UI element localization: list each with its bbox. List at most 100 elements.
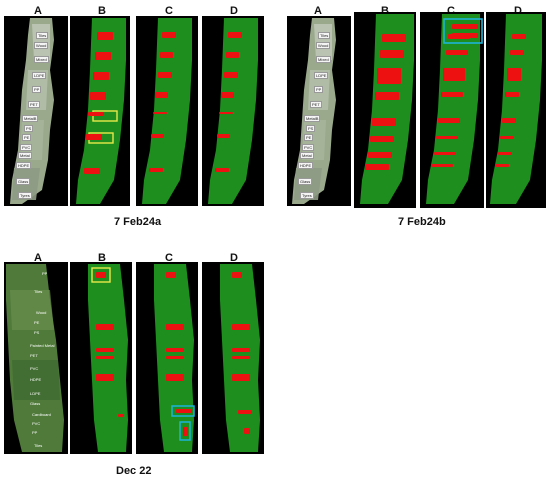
plastic-patch-dec22-b <box>118 414 124 417</box>
plastic-patch-feb24b-c <box>431 164 453 167</box>
tag-metal: Metal <box>300 152 314 159</box>
tag-glass: Glass <box>298 178 313 185</box>
plastic-patch-feb24b-b <box>380 50 404 58</box>
plastic-detections <box>84 24 526 436</box>
label-d-feb24b: D <box>514 5 522 17</box>
plastic-patch-dec22-c <box>166 374 184 379</box>
caption-dec22: Dec 22 <box>116 465 152 477</box>
highlight-cyan-dec22-2 <box>179 421 191 441</box>
tag-ps: PS <box>24 125 34 132</box>
tag-ldpe: LDPE <box>32 72 47 79</box>
tag-wood: Wood <box>36 310 47 315</box>
tag-wood: Wood <box>316 42 331 49</box>
tag-pet: PET <box>28 101 40 108</box>
plastic-patch-feb24a-b <box>88 112 104 116</box>
plastic-patch-feb24b-c <box>441 92 463 97</box>
tag-tyres: Tyres <box>18 192 32 199</box>
tag-pe: PE <box>22 134 32 141</box>
plastic-patch-feb24b-d <box>502 118 516 123</box>
tag-metalb: MetalB <box>304 115 321 122</box>
label-c-feb24a: C <box>165 5 173 17</box>
tag-mixed: Mixed <box>316 56 331 63</box>
tag-ldpe: LDPE <box>314 72 329 79</box>
plastic-patch-feb24b-d <box>505 92 519 97</box>
plastic-patch-feb24b-c <box>434 152 456 155</box>
plastic-patch-feb24a-b <box>97 32 113 40</box>
plastic-patch-feb24a-d <box>221 92 234 98</box>
plastic-patch-dec22-c <box>166 348 184 352</box>
plastic-patch-feb24a-d <box>224 72 238 78</box>
tag-metalb: MetalB <box>22 115 39 122</box>
plastic-patch-dec22-d <box>232 348 250 352</box>
label-b-feb24b: B <box>381 5 389 17</box>
tag-hdpe: HDPE <box>16 162 32 169</box>
tag-pp: PP <box>32 86 42 93</box>
plastic-patch-feb24a-d <box>215 168 229 172</box>
label-d-dec22: D <box>230 252 238 264</box>
plastic-patch-feb24b-d <box>498 152 512 155</box>
plastic-patch-dec22-b <box>96 378 114 381</box>
plastic-patch-feb24a-b <box>93 72 109 80</box>
tag-pvc: PVC <box>20 144 33 151</box>
tag-pp: PP <box>314 86 324 93</box>
tag-tiles: Tiles <box>36 32 49 39</box>
tag-glass: Glass <box>30 401 41 406</box>
highlight-yellow-dec22 <box>91 267 111 283</box>
plastic-patch-dec22-c <box>166 378 184 381</box>
label-c-dec22: C <box>165 252 173 264</box>
plastic-patch-dec22-b <box>96 374 114 379</box>
plastic-patch-feb24b-b <box>368 152 392 158</box>
plastic-patch-dec22-b <box>96 324 114 330</box>
plastic-patch-feb24a-c <box>160 52 173 58</box>
plastic-patch-feb24a-c <box>162 32 176 38</box>
vegetation-d-feb24b <box>490 14 542 204</box>
plastic-patch-feb24b-b <box>382 34 406 42</box>
plastic-patch-feb24a-c <box>151 134 164 138</box>
plastic-patch-feb24b-b <box>370 136 394 142</box>
vegetation-d-feb24a <box>208 18 258 204</box>
tag-metal: Metal <box>18 152 32 159</box>
highlight-cyan-dec22-1 <box>171 405 195 417</box>
tag-tiles-2: Tiles <box>34 443 43 448</box>
tag-tiles: Tiles <box>318 32 331 39</box>
plastic-patch-dec22-d <box>238 410 252 414</box>
tag-glass: Glass <box>16 178 31 185</box>
plastic-patch-feb24a-d <box>226 52 239 58</box>
plastic-patch-feb24a-b <box>84 168 100 174</box>
plastic-patch-feb24a-d <box>217 134 230 138</box>
tag-tyres: Tyres <box>300 192 314 199</box>
plastic-patch-feb24a-b <box>95 52 111 60</box>
plastic-patch-dec22-d <box>232 374 250 379</box>
plastic-patch-feb24b-d <box>500 136 514 139</box>
tag-pvc: PVC <box>30 366 39 371</box>
plastic-patch-dec22-b <box>96 348 114 352</box>
tag-pe: PE <box>34 320 40 325</box>
tag-hdpe: HDPE <box>298 162 314 169</box>
plastic-patch-feb24b-d <box>507 68 521 81</box>
label-d-feb24a: D <box>230 5 238 17</box>
plastic-patch-feb24b-d <box>510 50 524 55</box>
label-b-feb24a: B <box>98 5 106 17</box>
plastic-patch-feb24b-c-top <box>452 33 478 38</box>
label-a-feb24a: A <box>34 5 42 17</box>
tag-pvc: PVC <box>302 144 315 151</box>
label-b-dec22: B <box>98 252 106 264</box>
tag-tiles: Tiles <box>34 289 43 294</box>
plastic-patch-dec22-d <box>232 378 250 381</box>
plastic-patch-dec22-d <box>244 428 250 434</box>
tag-pet: PET <box>310 101 322 108</box>
tag-ldpe: LDPE <box>30 391 41 396</box>
plastic-patch-feb24b-b <box>365 164 389 170</box>
plastic-patch-feb24a-d <box>228 32 242 38</box>
plastic-patch-feb24a-c <box>153 112 167 114</box>
plastic-patch-feb24b-d <box>512 34 526 39</box>
plastic-patch-feb24b-d <box>495 164 509 167</box>
vegetation-c-feb24b <box>426 14 480 204</box>
plastic-patch-feb24a-b <box>90 92 106 100</box>
plastic-patch-dec22-d <box>232 356 250 359</box>
plastic-patch-dec22-b <box>96 356 114 359</box>
highlight-cyan-feb24b <box>443 18 483 44</box>
tag-wood: Wood <box>34 42 49 49</box>
label-a-feb24b: A <box>314 5 322 17</box>
plastic-patch-dec22-c <box>176 409 192 413</box>
